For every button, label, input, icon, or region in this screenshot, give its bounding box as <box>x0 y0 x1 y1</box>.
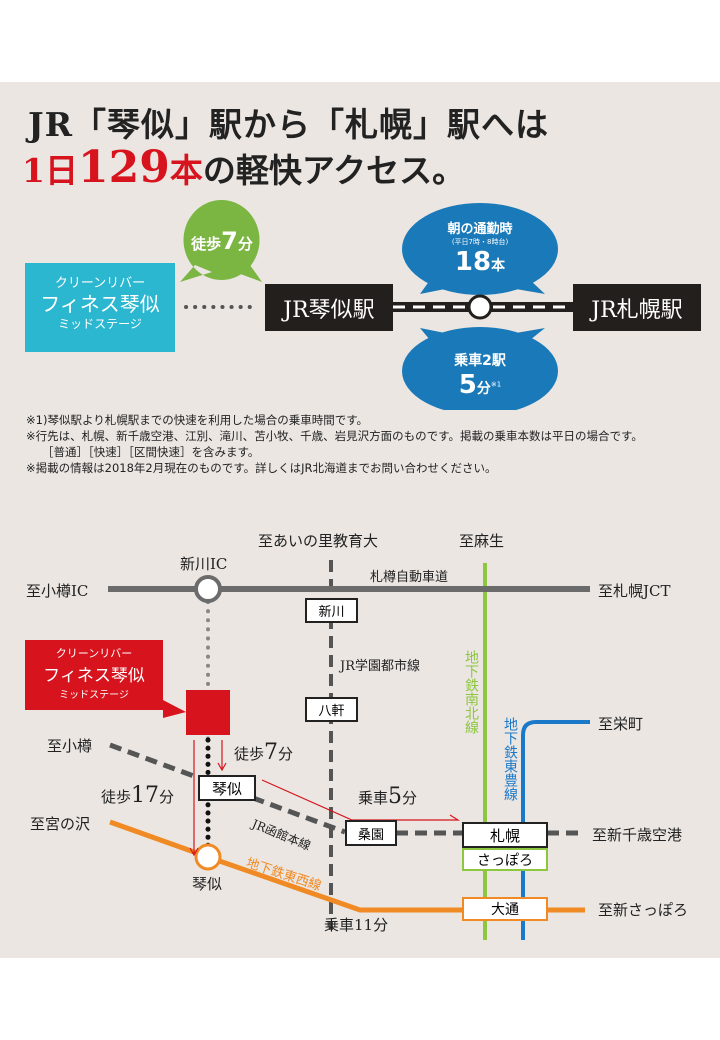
footnotes: ※1)琴似駅より札幌駅までの快速を利用した場合の乗車時間です。 ※行先は、札幌、… <box>26 412 643 476</box>
rush-bubble <box>402 203 558 295</box>
ride-bubble <box>402 327 558 410</box>
map-property-label: クリーンリバー フィネス琴似 ミッドステージ <box>43 647 145 701</box>
station-sapporo-subway: さっぽろ <box>462 848 548 871</box>
note: ※1)琴似駅より札幌駅までの快速を利用した場合の乗車時間です。 <box>26 413 369 427</box>
headline-day: 1日 <box>22 151 78 190</box>
note: ［普通］［快速］［区間快速］を含みます。 <box>42 445 260 459</box>
headline-unit: 本 <box>169 151 203 190</box>
label-to-miyanosawa: 至宮の沢 <box>30 815 91 833</box>
station-shinkawa: 新川 <box>305 598 358 623</box>
label-to-ainosato: 至あいの里教育大 <box>258 532 379 550</box>
station-soen: 桑園 <box>345 820 397 846</box>
station-kotoni-jr: 琴似 <box>198 775 256 801</box>
label-expressway: 札樽自動車道 <box>370 570 449 585</box>
label-to-sakaemachi: 至栄町 <box>598 715 644 733</box>
kotoni-subway-circle <box>194 843 222 871</box>
station-odori: 大通 <box>462 897 548 921</box>
label-to-asabu: 至麻生 <box>459 532 505 550</box>
label-kotoni-subway: 琴似 <box>192 875 223 893</box>
headline-tail: の軽快アクセス。 <box>202 151 466 190</box>
note: ※掲載の情報は2018年2月現在のものです。詳しくはJR北海道までお問い合わせく… <box>26 461 497 475</box>
rush-label: 朝の通勤時 (平日7時・8時台) 18本 <box>447 222 513 277</box>
label-toho: 地下鉄東豊線 <box>502 717 518 801</box>
headline-line2: 1日129本の軽快アクセス。 <box>22 142 465 193</box>
station-sapporo: 札幌 <box>462 822 548 848</box>
property-l3: ミッドステージ <box>58 317 142 331</box>
label-ride5: 乗車5分 <box>358 784 418 809</box>
headline-count: 129 <box>77 142 170 193</box>
label-to-shinchitose: 至新千歳空港 <box>592 826 683 844</box>
shinkawa-ic-circle <box>194 575 222 603</box>
access-diagram-shapes <box>180 200 573 410</box>
label-to-otaru-ic: 至小樽IC <box>26 582 89 600</box>
jr-sapporo-station: JR札幌駅 <box>573 284 701 331</box>
label-to-otaru: 至小樽 <box>47 737 93 755</box>
jr-kotoni-station: JR琴似駅 <box>265 284 393 331</box>
label-ride11: 乗車11分 <box>324 916 389 934</box>
label-walk17: 徒歩17分 <box>101 783 175 808</box>
headline-line1: JR「琴似」駅から「札幌」駅へは <box>28 105 550 144</box>
map-property-callout <box>25 640 186 718</box>
property-marker <box>186 690 230 735</box>
label-namboku: 地下鉄南北線 <box>463 650 479 734</box>
walk-bubble <box>180 200 262 282</box>
label-walk7: 徒歩7分 <box>234 740 294 765</box>
label-to-sapporo-jct: 至札幌JCT <box>598 582 671 600</box>
route-arrows <box>189 740 461 857</box>
label-to-shinsapporo: 至新さっぽろ <box>598 901 689 919</box>
station-hakken: 八軒 <box>305 697 358 722</box>
property-box: クリーンリバー フィネス琴似 ミッドステージ <box>25 263 175 352</box>
note: ※行先は、札幌、新千歳空港、江別、滝川、苫小牧、千歳、岩見沢方面のものです。掲載… <box>26 429 643 443</box>
walk-label: 徒歩7分 <box>191 227 253 255</box>
station-circle <box>467 294 493 320</box>
background <box>0 82 720 958</box>
label-gakuen-line: JR学園都市線 <box>340 659 420 674</box>
property-l2: フィネス琴似 <box>40 292 160 316</box>
label-shinkawa-ic: 新川IC <box>180 555 228 573</box>
toho-line <box>521 720 590 940</box>
ride-label: 乗車2駅 5分※1 <box>454 353 506 400</box>
property-l1: クリーンリバー <box>54 276 146 291</box>
